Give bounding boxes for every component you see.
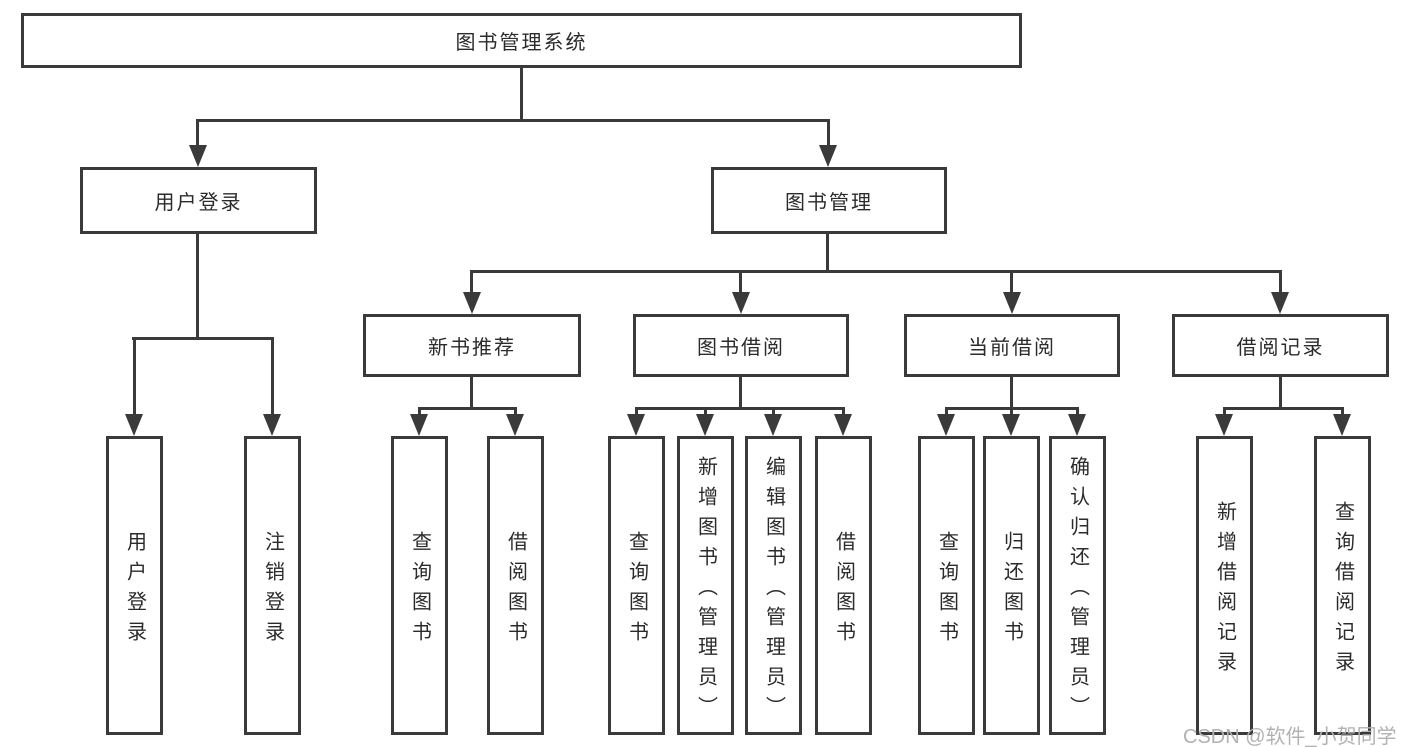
connector-line — [945, 407, 948, 416]
connector-line — [1223, 407, 1343, 410]
node-library-management-system: 图书管理系统 — [21, 13, 1022, 68]
connector-line — [196, 119, 199, 147]
node-label: 借阅记录 — [1236, 337, 1325, 359]
connector-line — [635, 407, 844, 410]
node-br-add-record: 新增借阅记录 — [1196, 436, 1253, 735]
node-label: 图书管理 — [785, 192, 873, 214]
connector-line — [514, 407, 517, 416]
node-book-borrowing: 图书借阅 — [633, 314, 849, 377]
connector-line — [1010, 377, 1013, 410]
node-label: 编辑图书（管理员） — [762, 455, 785, 726]
node-borrowing-records: 借阅记录 — [1172, 314, 1389, 377]
arrow-down — [764, 414, 782, 436]
arrow-down — [506, 414, 524, 436]
node-label: 借阅图书 — [832, 530, 855, 651]
arrow-down — [1002, 414, 1020, 436]
arrow-down — [1271, 292, 1289, 314]
connector-line — [1010, 407, 1013, 416]
arrow-down — [696, 414, 714, 436]
arrow-down — [263, 414, 281, 436]
connector-line — [826, 234, 829, 273]
node-new-book-recommend: 新书推荐 — [363, 314, 581, 377]
node-label: 查询图书 — [408, 530, 431, 651]
connector-line — [1341, 407, 1344, 416]
node-label: 确认归还（管理员） — [1066, 455, 1089, 726]
node-cb-query-books: 查询图书 — [918, 436, 975, 735]
arrow-down — [732, 292, 750, 314]
node-user-login: 用户登录 — [106, 436, 163, 735]
node-label: 当前借阅 — [968, 337, 1056, 359]
node-cb-return-books: 归还图书 — [983, 436, 1040, 735]
connector-line — [772, 407, 775, 416]
arrow-down — [410, 414, 428, 436]
connector-line — [739, 270, 742, 294]
connector-line — [520, 66, 523, 122]
node-nbr-query-books: 查询图书 — [391, 436, 448, 735]
node-label: 查询图书 — [625, 530, 648, 651]
connector-line — [133, 337, 136, 416]
arrow-down — [627, 414, 645, 436]
arrow-down — [189, 145, 207, 167]
connector-line — [418, 407, 517, 410]
arrow-down — [834, 414, 852, 436]
node-label: 查询图书 — [935, 530, 958, 651]
node-bb-add-books-admin: 新增图书（管理员） — [677, 436, 734, 735]
node-nbr-borrow-books: 借阅图书 — [487, 436, 544, 735]
node-label: 归还图书 — [1000, 530, 1023, 651]
connector-line — [1223, 407, 1226, 416]
connector-line — [704, 407, 707, 416]
node-label: 新书推荐 — [428, 337, 516, 359]
connector-line — [470, 270, 473, 294]
connector-line — [470, 377, 473, 410]
arrow-down — [1215, 414, 1233, 436]
connector-line — [196, 234, 199, 340]
node-logout: 注销登录 — [244, 436, 301, 735]
arrow-down — [819, 145, 837, 167]
node-bb-edit-books-admin: 编辑图书（管理员） — [745, 436, 802, 735]
node-br-query-record: 查询借阅记录 — [1314, 436, 1371, 735]
connector-line — [196, 119, 830, 122]
connector-line — [470, 270, 1282, 273]
watermark-text: CSDN @软件_小贺同学 — [1183, 726, 1397, 747]
node-label: 借阅图书 — [504, 530, 527, 651]
connector-line — [1076, 407, 1079, 416]
connector-line — [1279, 270, 1282, 294]
connector-line — [418, 407, 421, 416]
node-label: 注销登录 — [261, 530, 284, 651]
connector-line — [635, 407, 638, 416]
arrow-down — [1068, 414, 1086, 436]
node-label: 图书管理系统 — [455, 32, 588, 54]
connector-line — [271, 337, 274, 416]
connector-line — [132, 337, 274, 340]
connector-line — [842, 407, 845, 416]
arrow-down — [1003, 292, 1021, 314]
connector-line — [739, 377, 742, 410]
connector-line — [827, 119, 830, 147]
arrow-down — [463, 292, 481, 314]
node-label: 用户登录 — [154, 192, 243, 214]
node-bb-borrow-books: 借阅图书 — [815, 436, 872, 735]
node-user-login-module: 用户登录 — [80, 167, 317, 234]
node-label: 图书借阅 — [697, 337, 785, 359]
node-label: 新增借阅记录 — [1213, 500, 1236, 681]
arrow-down — [125, 414, 143, 436]
node-bb-query-books: 查询图书 — [608, 436, 665, 735]
node-label: 查询借阅记录 — [1331, 500, 1354, 681]
node-current-borrowing: 当前借阅 — [904, 314, 1120, 377]
connector-line — [1010, 270, 1013, 294]
node-label: 新增图书（管理员） — [694, 455, 717, 726]
arrow-down — [1333, 414, 1351, 436]
connector-line — [1279, 377, 1282, 410]
node-label: 用户登录 — [123, 530, 146, 651]
node-book-management-module: 图书管理 — [711, 167, 947, 234]
arrow-down — [937, 414, 955, 436]
node-cb-confirm-return-admin: 确认归还（管理员） — [1049, 436, 1106, 735]
